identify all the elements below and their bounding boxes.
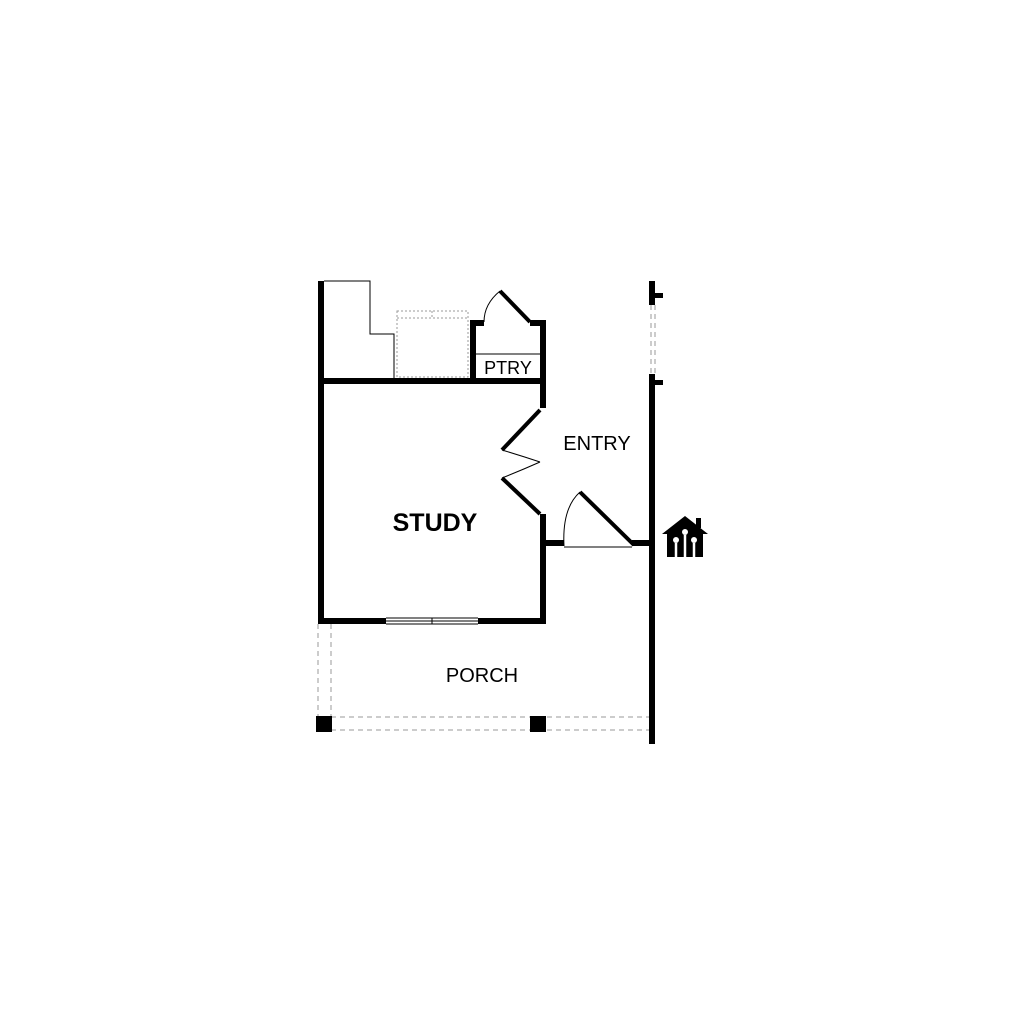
room-label-study: STUDY <box>393 509 478 537</box>
kitchen-counter <box>324 280 469 378</box>
porch-post-left <box>316 716 332 732</box>
porch-outline <box>317 624 649 731</box>
study-east-wall-upper <box>540 378 546 408</box>
pantry-east-stub <box>530 320 546 326</box>
east-wall-main <box>649 374 655 744</box>
west-wall <box>318 281 324 624</box>
pantry-east-wall <box>540 320 546 384</box>
room-label-entry: ENTRY <box>563 433 630 455</box>
kitchen-study-wall <box>318 378 546 384</box>
room-label-porch: PORCH <box>446 665 518 687</box>
study-east-wall-lower <box>540 514 546 624</box>
smart-home-icon <box>662 516 708 557</box>
pantry-west-wall <box>470 320 476 384</box>
study-window <box>386 617 478 625</box>
pantry-west-stub <box>470 320 484 326</box>
entry-south-wall-stub <box>540 540 564 546</box>
study-south-wall-right <box>478 618 546 624</box>
front-door <box>563 490 636 548</box>
study-double-door <box>500 408 542 516</box>
entry-south-wall-stub-right <box>632 540 652 546</box>
room-label-pantry: PTRY <box>484 358 532 378</box>
east-wall-top-tab <box>649 293 663 298</box>
study-south-wall-left <box>318 618 386 624</box>
pantry-door <box>483 289 532 324</box>
porch-post-mid <box>530 716 546 732</box>
east-wall-tab-mid <box>649 380 663 385</box>
